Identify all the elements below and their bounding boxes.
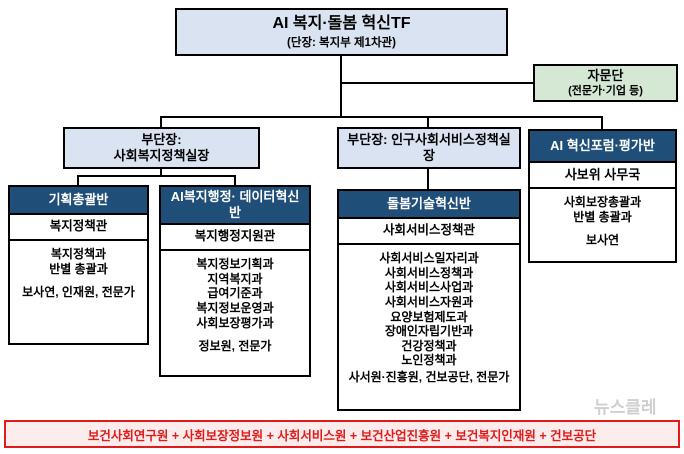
advisory-box: 자문단 (전문가·기업 등) bbox=[533, 64, 678, 102]
connector-stub-team2 bbox=[234, 176, 236, 185]
connector-stub-team3 bbox=[427, 169, 429, 189]
team1-header: 기획총괄반 bbox=[8, 185, 149, 215]
team1-members-box: 복지정책과 반별 총괄과 보사연, 인재원, 전문가 bbox=[8, 239, 149, 345]
connector-stub-forum bbox=[601, 117, 603, 129]
connector-trunk bbox=[340, 56, 342, 118]
root-title: AI 복지·돌봄 혁신TF bbox=[272, 15, 411, 33]
connector-rail bbox=[160, 116, 603, 118]
footer-institutions: 보건사회연구원 + 사회보장정보원 + 사회서비스원 + 보건산업진흥원 + 보… bbox=[4, 420, 680, 448]
forum-support: 보사연 bbox=[585, 233, 620, 248]
team3-lead-box: 사회서비스정책관 bbox=[337, 217, 521, 245]
team2-members-box: 복지정보기획과 지역복지과 급여기준과 복지정보운영과 사회보장평가과 정보원,… bbox=[159, 249, 311, 377]
team3-members-box: 사회서비스일자리과 사회서비스정책과 사회서비스사업과 사회서비스자원과 요양보… bbox=[337, 243, 521, 411]
forum-header: AI 혁신포럼·평가반 bbox=[528, 129, 677, 163]
team1-lead-box: 복지정책관 bbox=[8, 213, 149, 241]
advisory-subtitle: (전문가·기업 등) bbox=[568, 84, 643, 97]
team2-members: 복지정보기획과 지역복지과 급여기준과 복지정보운영과 사회보장평가과 bbox=[196, 257, 274, 330]
team2-lead-box: 복지행정지원관 bbox=[159, 223, 311, 251]
forum-members: 사회보장총괄과 반별 총괄과 bbox=[563, 195, 642, 224]
connector-stub-deputy1 bbox=[160, 117, 162, 127]
connector-advisory bbox=[341, 82, 533, 84]
connector-deputy1-down bbox=[160, 169, 162, 177]
connector-stub-deputy2 bbox=[427, 117, 429, 127]
team1-members: 복지정책과 반별 총괄과 bbox=[49, 247, 108, 276]
deputy1-box: 부단장: 사회복지정책실장 bbox=[63, 127, 260, 169]
team1-support: 보사연, 인재원, 전문가 bbox=[22, 285, 135, 300]
connector-stub-team1 bbox=[77, 176, 79, 185]
forum-members-box: 사회보장총괄과 반별 총괄과 보사연 bbox=[528, 187, 677, 263]
team2-header: AI복지행정· 데이터혁신반 bbox=[159, 185, 311, 225]
team3-support: 사서원·진흥원, 건보공단, 전문가 bbox=[348, 370, 510, 384]
root-box: AI 복지·돌봄 혁신TF (단장: 복지부 제1차관) bbox=[175, 8, 508, 56]
team3-header: 돌봄기술혁신반 bbox=[337, 189, 521, 219]
root-subtitle: (단장: 복지부 제1차관) bbox=[287, 36, 396, 49]
deputy2-box: 부단장: 인구사회서비스정책실장 bbox=[337, 127, 521, 169]
advisory-title: 자문단 bbox=[587, 67, 624, 83]
forum-office-box: 사보위 사무국 bbox=[528, 161, 677, 189]
watermark-text: 뉴스클레 bbox=[594, 398, 657, 417]
team3-members: 사회서비스일자리과 사회서비스정책과 사회서비스사업과 사회서비스자원과 요양보… bbox=[379, 251, 479, 368]
connector-deputy1-rail bbox=[77, 175, 236, 177]
team2-support: 정보원, 전문가 bbox=[198, 339, 272, 354]
